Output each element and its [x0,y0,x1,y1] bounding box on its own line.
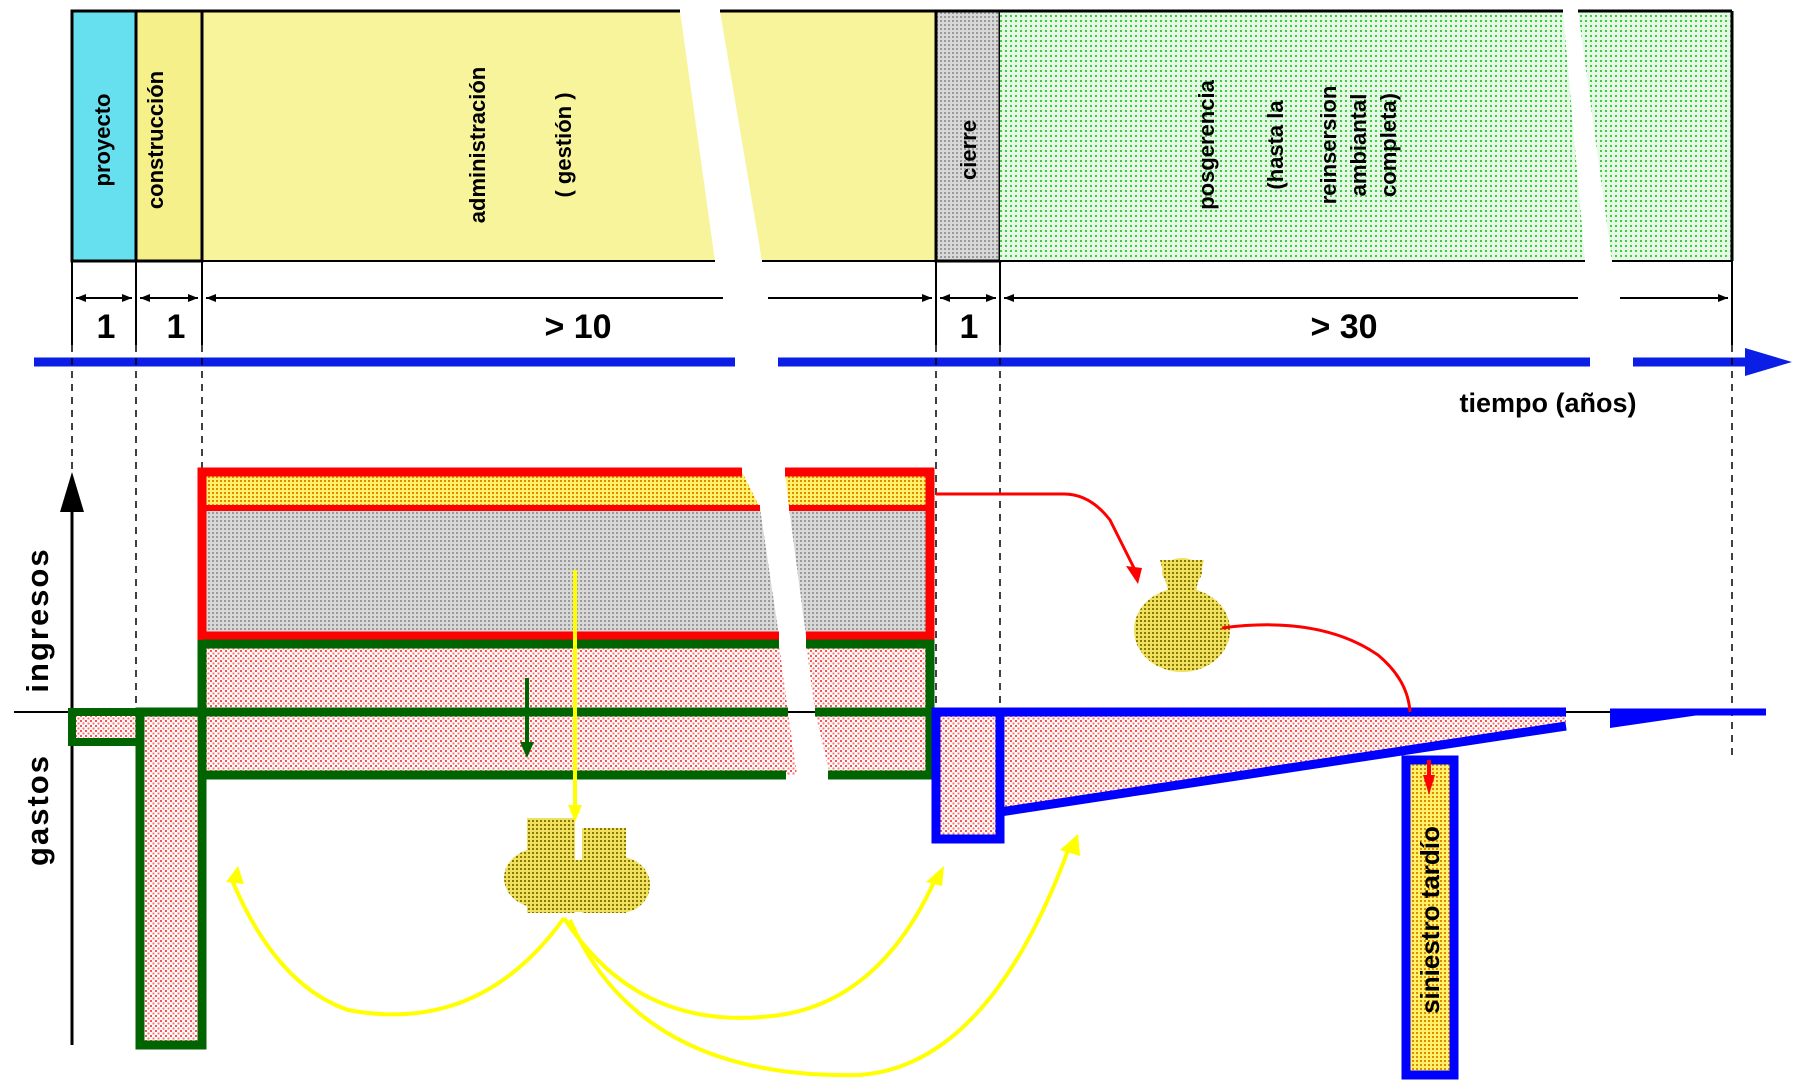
phase-label-construccion: construcción [143,71,168,209]
phase-labels: proyecto construcción administración ( g… [90,67,1401,223]
axis-label-gastos: gastos [20,754,55,866]
duration-cierre: 1 [960,308,979,346]
green-down-arrow [520,742,534,758]
phase-band-administracion-cont [720,11,936,261]
phase-bands [70,9,1734,263]
phase-band-administracion [202,11,715,261]
money-axis-arrowhead [60,472,84,512]
post-closure-expense-block: siniestro tardío [931,707,1766,1080]
time-axis-arrowhead [1745,348,1792,376]
money-stack-icon [504,818,650,913]
phase-band-proyecto [70,9,138,263]
duration-proyecto: 1 [97,308,116,346]
duration-construccion: 1 [167,308,186,346]
phase-label-posgerencia-2: (hasta la [1263,100,1288,190]
phase-band-construccion [134,9,204,263]
phase-label-proyecto: proyecto [90,94,115,187]
duration-markers [71,261,1733,345]
money-flow-arrows [226,570,1080,1078]
time-axis-label: tiempo (años) [1459,388,1636,418]
phase-label-posgerencia-1: posgerencia [1194,79,1219,209]
phase-band-posgerencia [1000,11,1585,261]
construction-expense [135,707,207,1050]
proyecto-expense [68,708,144,746]
phase-label-posgerencia-3: reinsersion [1316,86,1341,205]
late-claim-red-arrow [1423,775,1435,795]
phase-label-posgerencia-5: completa) [1376,93,1401,197]
revenue-block [197,467,935,641]
phase-label-administracion: administración [465,67,490,223]
time-axis: tiempo (años) [34,348,1792,418]
phase-label-posgerencia-4: ambiantal [1346,94,1371,197]
phase-band-posgerencia-cont [1578,11,1732,261]
duration-labels: 1 1 > 10 1 > 30 [97,308,1378,346]
duration-posgerencia: > 30 [1310,308,1377,346]
phase-label-cierre: cierre [956,120,981,180]
axis-label-ingresos: ingresos [20,547,55,692]
revenue-flow-arrows [936,492,1412,713]
phase-label-administracion-sub: ( gestión ) [551,92,576,197]
late-claim-label: siniestro tardío [1415,826,1445,1014]
admin-expense-block [68,639,935,1050]
phase-band-cierre [934,9,1002,263]
money-bag-icon [1134,558,1230,672]
duration-administracion: > 10 [544,308,611,346]
